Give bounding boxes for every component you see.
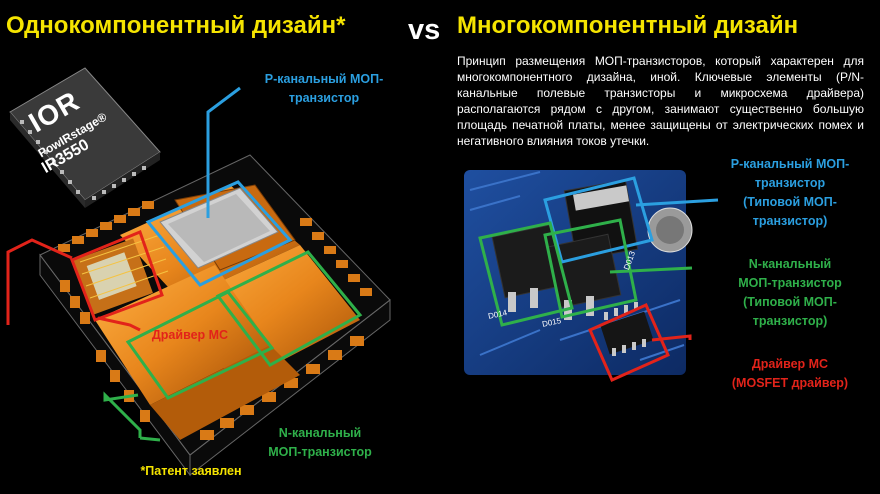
vs-label: vs — [408, 14, 441, 46]
driver-ic-die — [72, 234, 169, 316]
pcb-photo — [464, 170, 693, 375]
ir3550-chip — [9, 67, 161, 208]
right-driver-label: Драйвер МС (MOSFET драйвер) — [731, 357, 849, 390]
description-text: Принцип размещения МОП-транзисторов, кот… — [457, 54, 864, 148]
left-n-channel-label: N-канальный МОП-транзистор — [268, 426, 372, 459]
p-mosfet-die — [159, 187, 279, 269]
left-p-channel-label: P-канальный МОП- транзистор — [264, 72, 384, 105]
right-p-channel-label: P-канальный МОП- транзистор (Типовой МОП… — [730, 157, 850, 228]
patent-note: *Патент заявлен — [140, 464, 242, 478]
left-title: Однокомпонентный дизайн* — [6, 12, 346, 39]
right-n-channel-label: N-канальный МОП-транзистор (Типовой МОП-… — [738, 257, 842, 328]
left-driver-label: Драйвер МС — [151, 328, 229, 342]
left-highlights — [6, 86, 363, 442]
right-title: Многокомпонентный дизайн — [457, 12, 799, 39]
package-pads — [58, 201, 372, 440]
right-highlights — [478, 176, 719, 382]
